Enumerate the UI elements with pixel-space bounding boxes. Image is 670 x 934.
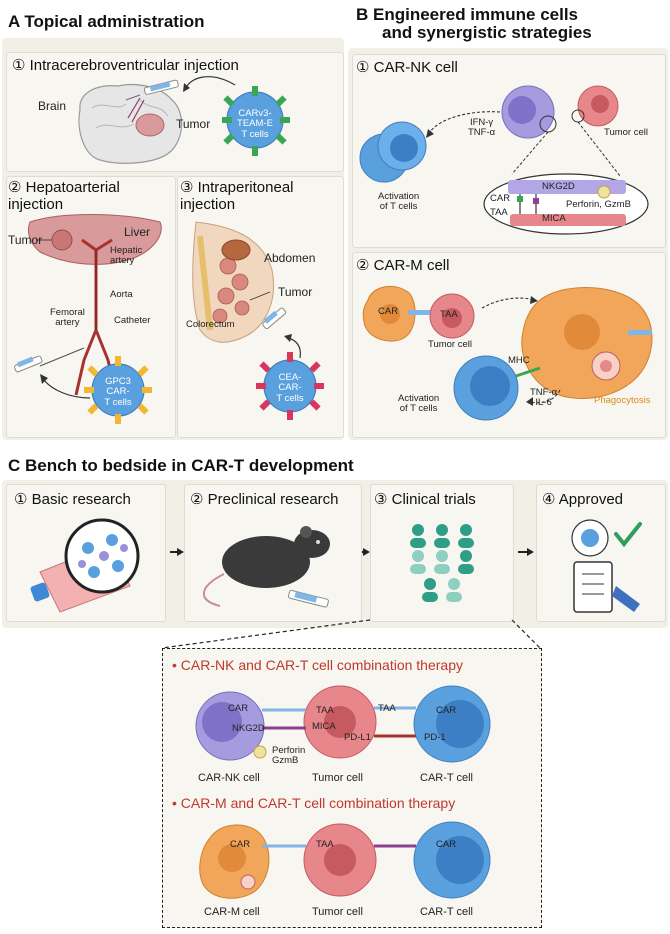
combo1-pdl1-label: PD-L1	[344, 732, 371, 743]
combo1-tcell-label: CAR-T cell	[420, 772, 473, 784]
a3-abdomen-label: Abdomen	[264, 251, 316, 265]
b1-nk-cell-icon	[501, 85, 557, 139]
c-step4-label: ④ Approved	[542, 491, 623, 508]
b2-phago-label: Phagocytosis	[594, 395, 651, 406]
combo2-car-label: CAR	[230, 839, 251, 850]
b1-nkg2d-label: NKG2D	[542, 181, 575, 192]
combo2-tcell-icon	[413, 821, 491, 899]
b1-mica-label: MICA	[542, 213, 566, 224]
b1-tcell-icon	[359, 121, 427, 183]
a3-cart-cell-icon	[256, 352, 324, 420]
a3-syringe-icon	[262, 307, 287, 330]
brain-tumor-icon	[135, 113, 165, 137]
liver-icon	[27, 214, 162, 265]
a3-tumor-label: Tumor	[278, 285, 313, 299]
checkmark-icon	[614, 522, 642, 548]
a1-tumor-label: Tumor	[176, 117, 211, 131]
a3-colorectum-label: Colorectum	[186, 319, 235, 330]
combo1-car2-label: CAR	[436, 705, 457, 716]
combo2-taa-label: TAA	[316, 839, 334, 850]
b2-title: ② CAR-M cell	[356, 257, 450, 274]
combo1-taa1-label: TAA	[316, 705, 334, 716]
c-step3-label: ③ Clinical trials	[374, 491, 476, 508]
b1-title: ① CAR-NK cell	[356, 59, 458, 76]
combo1-nkg2d-label: NKG2D	[232, 723, 265, 734]
combo2-macro-label: CAR-M cell	[204, 906, 260, 918]
combo2-tumor-label: Tumor cell	[312, 906, 363, 918]
b2-tumor-cell-icon	[429, 293, 475, 339]
b2-car-label: CAR	[378, 306, 399, 317]
b1-taa-label: TAA	[490, 207, 508, 218]
b1-car-label: CAR	[490, 193, 511, 204]
combo1-tumor-cell-icon	[303, 685, 377, 759]
patients-icon	[410, 524, 474, 602]
a2-liver-label: Liver	[124, 225, 151, 239]
b1-tumorcell-label: Tumor cell	[604, 127, 648, 138]
magnifier-icon	[64, 518, 140, 594]
combo1-nk-label: CAR-NK cell	[198, 772, 260, 784]
catheter-icon	[39, 347, 85, 367]
combo2-tcell-label: CAR-T cell	[420, 906, 473, 918]
b1-perforin-label: Perforin, GzmB	[566, 199, 631, 210]
syringe-icon	[125, 79, 179, 101]
section-c-title: C Bench to bedside in CAR-T development	[8, 456, 354, 475]
clipboard-icon	[573, 561, 640, 613]
a2-tumor-label: Tumor	[8, 233, 43, 247]
combo1-taa2-label: TAA	[378, 703, 396, 714]
b2-mhc-label: MHC	[508, 355, 530, 366]
c-syringe-icon	[287, 589, 329, 608]
combo2-car2-label: CAR	[436, 839, 457, 850]
a1-title: ① Intracerebroventricular injection	[12, 57, 239, 74]
mouse-icon	[202, 526, 330, 607]
approved-cell-icon	[571, 519, 609, 557]
a2-catheter-label: Catheter	[114, 315, 151, 326]
combo2-tumor-cell-icon	[303, 823, 377, 897]
a2-cart-cell-icon	[84, 356, 152, 424]
combo1-pd1-label: PD-1	[424, 732, 446, 743]
a1-brain-label: Brain	[38, 99, 67, 113]
b2-taa-label: TAA	[440, 309, 458, 320]
colorectum-icon	[212, 257, 250, 324]
b2-tcell-icon	[453, 355, 519, 421]
a2-aorta-label: Aorta	[110, 289, 133, 300]
a3-cells-label: CEA-CAR-T cells	[276, 372, 304, 404]
section-a-title: A Topical administration	[8, 12, 205, 31]
c-step2-label: ② Preclinical research	[190, 491, 339, 508]
combo1-mica-label: MICA	[312, 721, 336, 732]
combo2-title: • CAR-M and CAR-T cell combination thera…	[172, 795, 456, 811]
brain-icon	[78, 83, 183, 164]
a1-cart-cell-icon	[222, 86, 290, 156]
combo1-nk-cell-icon	[195, 691, 267, 761]
c-step1-label: ① Basic research	[14, 491, 131, 508]
combo1-car-label: CAR	[228, 703, 249, 714]
combo1-title: • CAR-NK and CAR-T cell combination ther…	[172, 657, 463, 673]
combo1-tcell-icon	[413, 685, 491, 763]
b2-tumorcell-label: Tumor cell	[428, 339, 472, 350]
a2-syringe-icon	[14, 355, 43, 373]
combo1-tumor-label: Tumor cell	[312, 772, 363, 784]
